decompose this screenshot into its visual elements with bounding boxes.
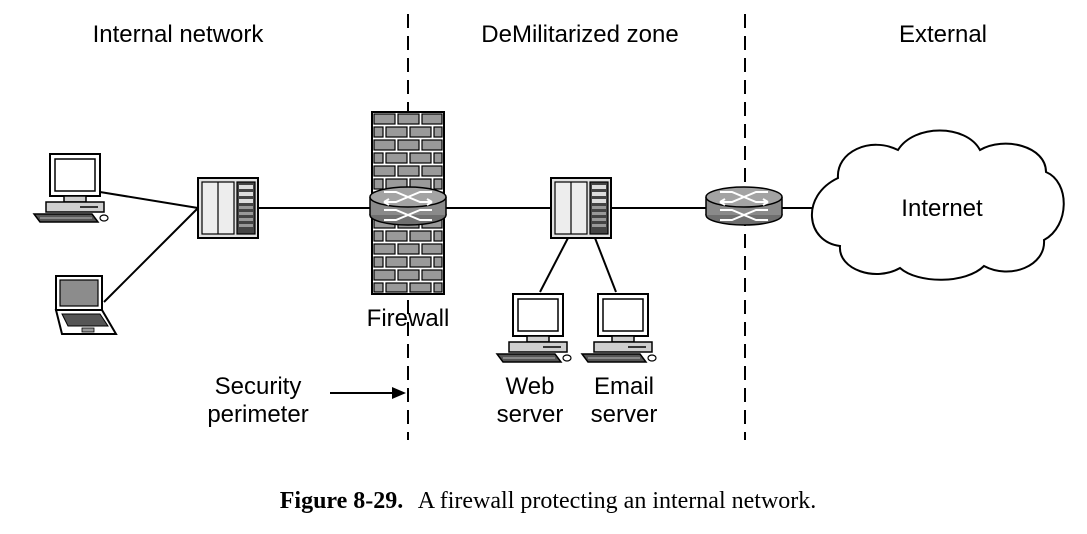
- email-server-label-line1: Email: [594, 373, 654, 400]
- web-server-label-line2: server: [497, 401, 564, 428]
- brick: [397, 113, 420, 125]
- brick: [421, 243, 443, 255]
- brick: [409, 152, 432, 164]
- brick: [397, 243, 420, 255]
- brick: [373, 282, 384, 293]
- internal-server-icon: [197, 177, 259, 239]
- brick: [385, 126, 408, 138]
- brick: [373, 152, 384, 164]
- brick: [421, 269, 443, 281]
- laptop-icon: [54, 275, 118, 335]
- desktop-computer-icon: [33, 153, 109, 223]
- wire-laptop-server: [103, 207, 199, 303]
- brick: [373, 139, 396, 151]
- brick: [433, 256, 443, 268]
- figure-caption-number: Figure 8-29.: [280, 488, 404, 514]
- brick: [433, 152, 443, 164]
- email-server-label-line2: server: [591, 401, 658, 428]
- brick: [373, 165, 396, 177]
- zone-label-internal: Internal network: [93, 21, 265, 48]
- brick: [409, 126, 432, 138]
- brick: [373, 126, 384, 138]
- brick: [385, 230, 408, 242]
- brick: [385, 152, 408, 164]
- external-router-icon: [705, 186, 783, 226]
- brick: [421, 139, 443, 151]
- brick: [385, 282, 408, 293]
- security-perimeter-arrow: [330, 387, 406, 399]
- brick: [397, 165, 420, 177]
- brick: [385, 256, 408, 268]
- brick: [433, 126, 443, 138]
- web-server-label-line1: Web: [506, 373, 555, 400]
- internet-label: Internet: [901, 195, 983, 222]
- brick: [433, 178, 443, 190]
- brick: [373, 178, 384, 190]
- security-perimeter-label-line1: Security: [215, 373, 302, 400]
- brick: [397, 269, 420, 281]
- firewall-router-icon: [369, 186, 447, 226]
- brick: [373, 256, 384, 268]
- brick: [373, 230, 384, 242]
- brick: [421, 165, 443, 177]
- firewall-label: Firewall: [367, 305, 450, 332]
- brick: [433, 282, 443, 293]
- figure-caption: Figure 8-29. A firewall protecting an in…: [280, 488, 817, 514]
- security-perimeter-label-line2: perimeter: [207, 401, 308, 428]
- cloud-icon: [811, 129, 1065, 281]
- brick: [373, 243, 396, 255]
- brick: [409, 230, 432, 242]
- web-server-icon: [496, 293, 572, 363]
- brick: [373, 113, 396, 125]
- figure-caption-text: A firewall protecting an internal networ…: [418, 488, 817, 514]
- zone-label-external: External: [899, 21, 987, 48]
- wire-desktop-server: [99, 191, 199, 209]
- dmz-server-icon: [550, 177, 612, 239]
- brick: [433, 230, 443, 242]
- email-server-icon: [581, 293, 657, 363]
- wire-dmzserver-emailserver: [594, 237, 617, 293]
- zone-label-dmz: DeMilitarized zone: [481, 21, 678, 48]
- wire-dmzserver-webserver: [539, 237, 569, 293]
- brick: [373, 269, 396, 281]
- brick: [421, 113, 443, 125]
- brick: [409, 256, 432, 268]
- brick: [409, 282, 432, 293]
- brick: [397, 139, 420, 151]
